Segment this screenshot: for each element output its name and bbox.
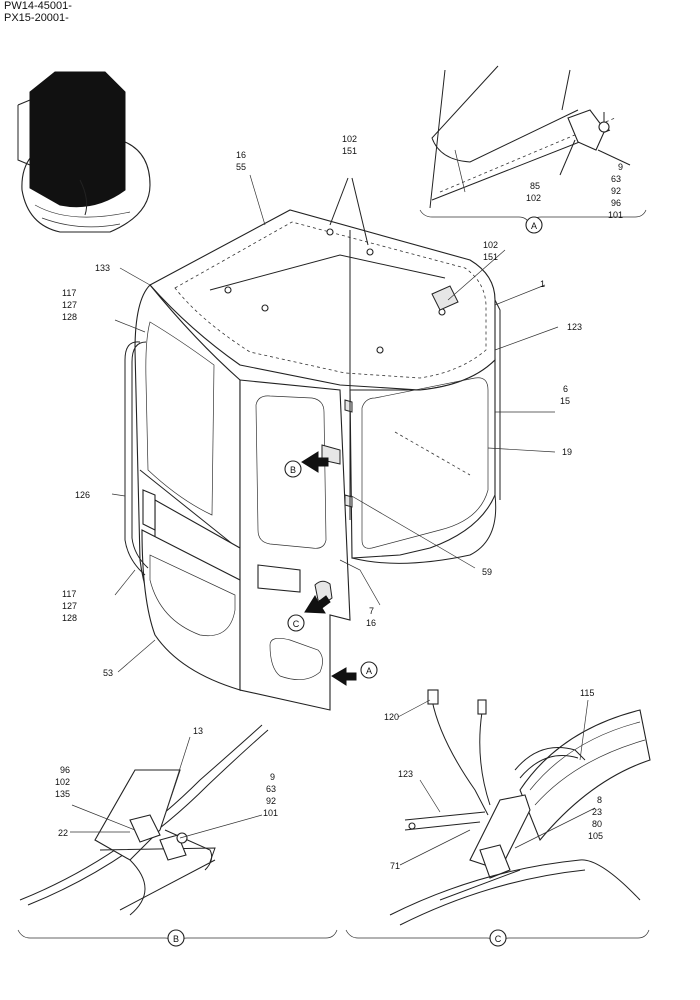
callout-92-a: 92 — [611, 186, 621, 196]
callout-101-b: 101 — [263, 808, 278, 818]
model-serial-2: PX15-20001- — [4, 12, 69, 24]
callout-135-b: 135 — [55, 789, 70, 799]
callout-96-a: 96 — [611, 198, 621, 208]
callout-123-main: 123 — [567, 322, 582, 332]
callout-120: 120 — [384, 712, 399, 722]
callout-102-a: 102 — [526, 193, 541, 203]
callout-9-a: 9 — [618, 162, 623, 172]
callout-126: 126 — [75, 490, 90, 500]
callout-105-c: 105 — [588, 831, 603, 841]
callout-6: 6 — [563, 384, 568, 394]
model-range-header: PW14-45001- PX15-20001- — [4, 0, 72, 24]
callout-80-c: 80 — [592, 819, 602, 829]
callout-127-lower: 127 — [62, 601, 77, 611]
callout-8-c: 8 — [597, 795, 602, 805]
callout-101-a: 101 — [608, 210, 623, 220]
callout-102-b: 102 — [55, 777, 70, 787]
callout-117-upper: 117 — [62, 288, 76, 298]
callout-123-c: 123 — [398, 769, 413, 779]
detail-c-marker: C — [495, 934, 502, 944]
callout-102-right: 102 — [483, 240, 498, 250]
callout-128-lower: 128 — [62, 613, 77, 623]
callout-15: 15 — [560, 396, 570, 406]
callout-13: 13 — [193, 726, 203, 736]
detail-b-marker: B — [173, 934, 179, 944]
callout-63-b: 63 — [266, 784, 276, 794]
cab-assembly — [124, 177, 501, 711]
marker-c-main: C — [293, 619, 300, 629]
callout-151-right: 151 — [483, 252, 498, 262]
callout-22: 22 — [58, 828, 68, 838]
machine-thumbnail — [17, 71, 151, 233]
callout-63-a: 63 — [611, 174, 621, 184]
callout-19: 19 — [562, 447, 572, 457]
callout-1: 1 — [540, 279, 545, 289]
detail-c: 115 120 123 8 23 80 105 71 C — [345, 688, 651, 947]
detail-a: A 9 63 92 96 101 85 102 — [419, 65, 647, 234]
callout-53: 53 — [103, 668, 113, 678]
callout-115: 115 — [580, 688, 594, 698]
model-serial-1: PW14-45001- — [4, 0, 72, 12]
callout-96-b: 96 — [60, 765, 70, 775]
callout-133: 133 — [95, 263, 110, 273]
detail-a-marker: A — [531, 221, 537, 231]
callout-55-main: 55 — [236, 162, 246, 172]
callout-16-door: 16 — [366, 618, 376, 628]
callout-117-lower: 117 — [62, 589, 76, 599]
callout-59: 59 — [482, 567, 492, 577]
marker-a-main: A — [366, 666, 372, 676]
callout-16-main: 16 — [236, 150, 246, 160]
callout-128-upper: 128 — [62, 312, 77, 322]
callout-23-c: 23 — [592, 807, 602, 817]
detail-b: 13 96 102 135 9 63 92 101 22 B — [17, 724, 338, 947]
callout-71: 71 — [390, 861, 400, 871]
callout-85-a: 85 — [530, 181, 540, 191]
marker-b-main: B — [290, 465, 296, 475]
callout-102-top: 102 — [342, 134, 357, 144]
callout-92-b: 92 — [266, 796, 276, 806]
callout-151-top: 151 — [342, 146, 357, 156]
callout-9-b: 9 — [270, 772, 275, 782]
callout-7: 7 — [369, 606, 374, 616]
callout-127-upper: 127 — [62, 300, 77, 310]
